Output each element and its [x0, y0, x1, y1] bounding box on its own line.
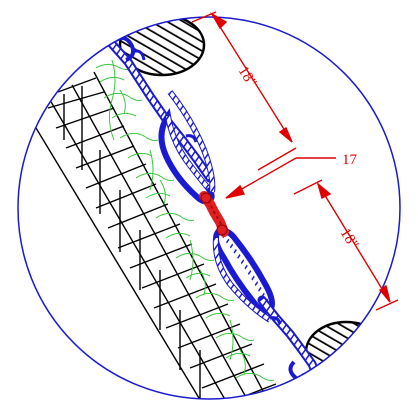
- turf-curves: [95, 59, 275, 399]
- callout-number: 17: [342, 152, 358, 168]
- bottom-anchor: [304, 320, 388, 384]
- callout-leader: [225, 157, 336, 199]
- slope-grid: [29, 71, 277, 399]
- dimension-top: [191, 11, 297, 171]
- detail-boundary-circle: [17, 16, 401, 400]
- dimension-bottom: [293, 179, 399, 311]
- dimension-top-label: 18": [235, 64, 260, 90]
- connector-clip: [199, 191, 229, 237]
